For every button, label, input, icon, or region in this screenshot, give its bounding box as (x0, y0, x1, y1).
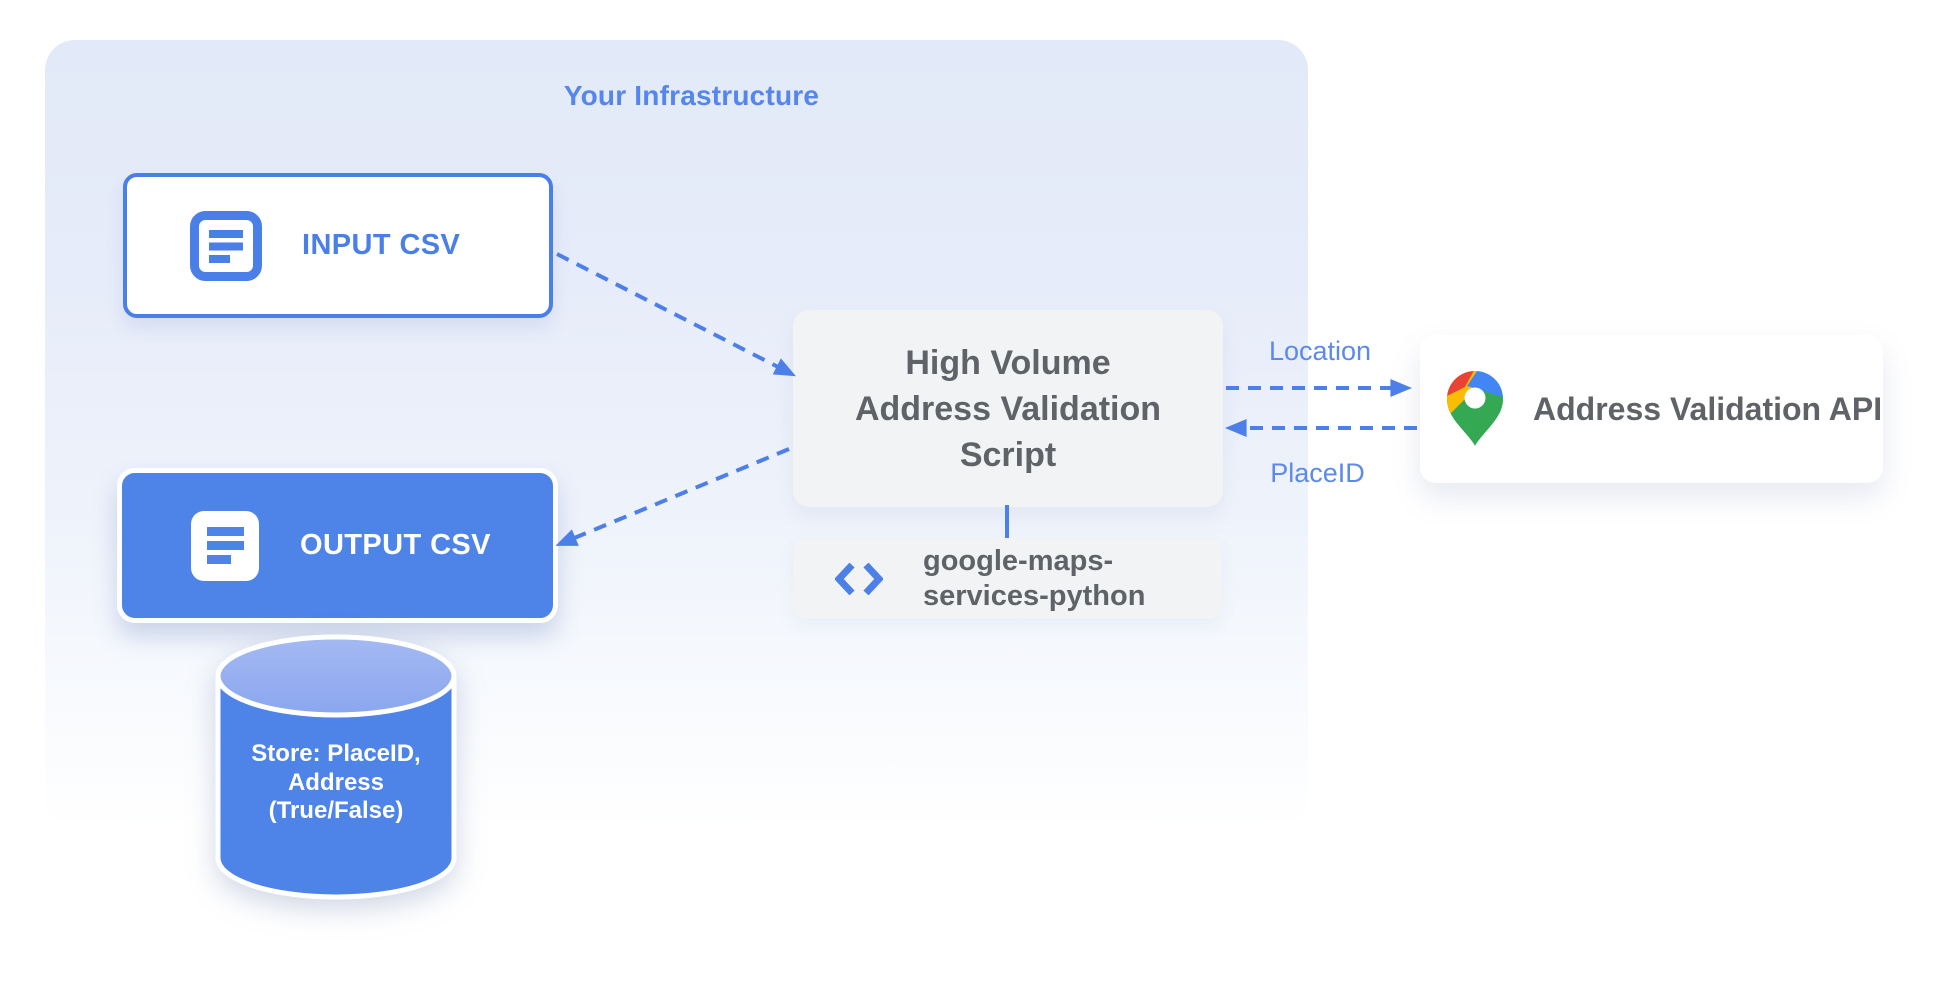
script-line-1: High Volume (905, 343, 1111, 382)
library-node: google-maps- services-python (793, 538, 1222, 619)
infrastructure-title: Your Infrastructure (563, 80, 820, 111)
script-node: High Volume Address Validation Script (793, 310, 1223, 507)
database-cylinder: Store: PlaceID, Address (True/False) (215, 634, 457, 900)
document-icon (191, 510, 259, 581)
script-line-2: Address Validation (854, 389, 1162, 428)
script-line-3: Script (959, 435, 1057, 474)
google-maps-pin-icon (1447, 371, 1503, 446)
output-csv-label: OUTPUT CSV (300, 529, 491, 561)
library-line-1: google-maps- (923, 544, 1114, 577)
api-node: Address Validation API (1420, 335, 1883, 483)
library-label: google-maps- services-python (923, 544, 1145, 614)
document-icon (190, 210, 262, 281)
location-edge-label: Location (1268, 336, 1372, 366)
input-csv-node: INPUT CSV (123, 173, 553, 318)
datastore-line-3: (True/False) (269, 797, 404, 824)
script-to-library-connector (1005, 505, 1009, 539)
library-line-2: services-python (923, 579, 1146, 612)
placeid-edge-label: PlaceID (1270, 458, 1365, 488)
output-csv-node: OUTPUT CSV (117, 468, 558, 623)
datastore-line-1: Store: PlaceID, (251, 740, 420, 767)
api-label: Address Validation API (1533, 390, 1883, 427)
code-icon (835, 562, 883, 595)
input-csv-label: INPUT CSV (302, 229, 461, 261)
datastore-line-2: Address (288, 769, 384, 796)
